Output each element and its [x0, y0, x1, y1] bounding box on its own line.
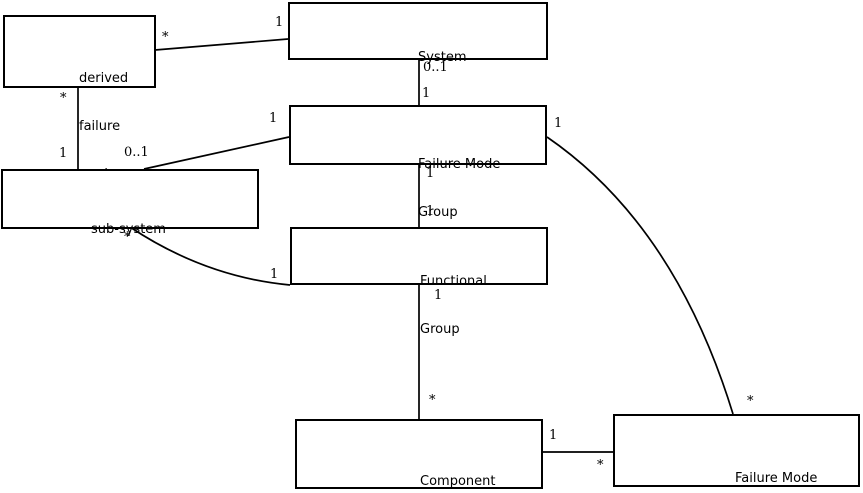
multiplicity-label: 1: [59, 146, 68, 161]
multiplicity-label: 1: [426, 166, 435, 181]
entity-label-line: failure: [79, 119, 121, 134]
association-curve-failure-mode-group-failure-mode: [546, 136, 734, 415]
entity-label-line: Failure Mode: [418, 157, 501, 172]
entity-label-line: Group: [418, 205, 458, 220]
entity-label-line: System: [418, 50, 467, 65]
multiplicity-label: 1: [270, 267, 279, 282]
entity-box-component: Component: [295, 419, 543, 489]
multiplicity-label: 1: [269, 111, 278, 126]
entity-label-line: Functional: [420, 274, 487, 289]
multiplicity-label: *: [124, 230, 131, 245]
entity-label-sub-system: sub-system: [91, 190, 166, 270]
multiplicity-label: 1: [549, 428, 558, 443]
multiplicity-label: 1: [275, 15, 284, 30]
association-line-failure-mode-group-sub-system: [143, 136, 290, 170]
association-line-derived-failure-mode-system: [154, 38, 289, 51]
entity-label-component: Component: [420, 442, 495, 493]
entity-box-sub-system: sub-system: [1, 169, 259, 237]
entity-label-line: Component: [420, 474, 496, 489]
multiplicity-label: *: [597, 458, 604, 473]
entity-label-line: Group: [420, 322, 460, 337]
multiplicity-label: 1: [426, 204, 435, 219]
entity-box-failure-mode-group: Failure Mode Group: [289, 105, 547, 220]
association-curve-sub-system-functional-group: [129, 226, 291, 286]
multiplicity-label: *: [162, 30, 169, 45]
entity-label-line: sub-system: [91, 222, 166, 237]
entity-box-system: System: [288, 2, 548, 65]
entity-label-failure-mode: Failure Mode: [735, 439, 817, 493]
entity-box-failure-mode: Failure Mode: [613, 414, 860, 487]
multiplicity-label: 0..1: [124, 145, 149, 160]
multiplicity-label: 1: [554, 116, 563, 131]
entity-label-system: System: [418, 18, 466, 98]
entity-label-failure-mode-group: Failure Mode Group: [418, 125, 500, 253]
multiplicity-label: 1: [422, 86, 431, 101]
multiplicity-label: *: [747, 394, 754, 409]
multiplicity-label: 1: [434, 288, 443, 303]
multiplicity-label: *: [429, 393, 436, 408]
multiplicity-label: *: [60, 91, 67, 106]
entity-label-line: derived: [79, 71, 129, 86]
entity-box-functional-group: Functional Group: [290, 227, 548, 337]
entity-box-derived-failure-mode: derived failure mode: [3, 15, 156, 182]
multiplicity-label: 0..1: [423, 60, 448, 75]
entity-label-functional-group: Functional Group: [420, 242, 487, 370]
entity-label-line: Failure Mode: [735, 471, 818, 486]
